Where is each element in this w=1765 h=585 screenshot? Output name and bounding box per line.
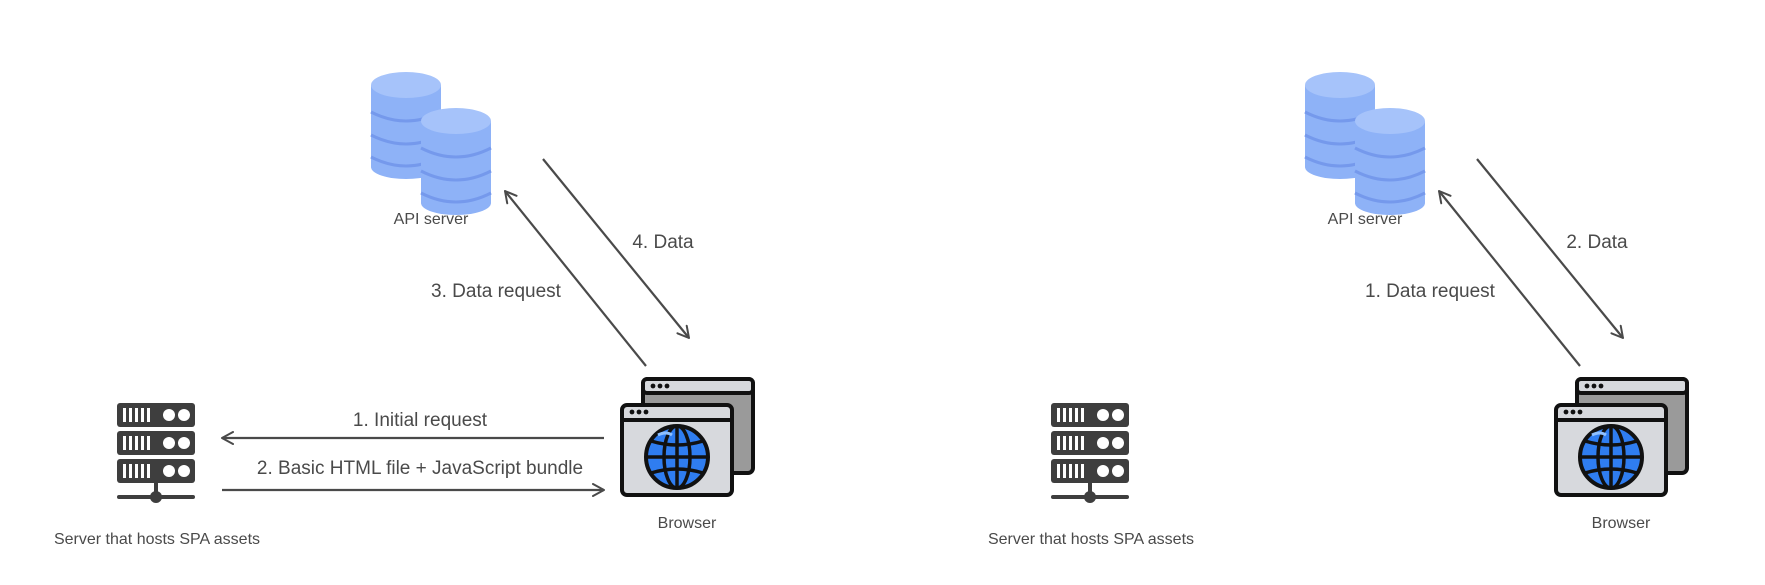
server-rack-icon xyxy=(1051,403,1129,503)
edge-data-request: 3. Data request xyxy=(431,190,647,367)
edge-html-bundle-label: 2. Basic HTML file + JavaScript bundle xyxy=(257,458,583,479)
database-icon xyxy=(1303,70,1427,217)
edge-data: 4. Data xyxy=(542,158,694,339)
browser-window-globe-icon xyxy=(1554,377,1689,497)
edge-data-arrow xyxy=(542,158,690,339)
edge-data-request-label: 3. Data request xyxy=(431,281,562,302)
edge-data: 2. Data xyxy=(1476,158,1628,339)
edge-data-label: 4. Data xyxy=(632,232,694,253)
server-rack-icon xyxy=(117,403,195,503)
browser-node: Browser xyxy=(620,377,755,532)
spa-server-node: Server that hosts SPA assets xyxy=(54,403,260,548)
api-server-label: API server xyxy=(394,211,469,228)
browser-label: Browser xyxy=(1592,515,1651,532)
browser-window-globe-icon xyxy=(620,377,755,497)
edge-data-label: 2. Data xyxy=(1566,232,1628,253)
diagram-initial-load: API server Browser Server that hosts SPA… xyxy=(54,70,755,548)
edge-html-bundle: 2. Basic HTML file + JavaScript bundle xyxy=(222,458,605,497)
edge-initial-request: 1. Initial request xyxy=(221,410,604,445)
edge-initial-request-label: 1. Initial request xyxy=(353,410,488,431)
browser-label: Browser xyxy=(658,515,717,532)
edge-data-arrow xyxy=(1476,158,1624,339)
api-server-node: API server xyxy=(1303,70,1427,228)
spa-server-label: Server that hosts SPA assets xyxy=(988,531,1194,548)
edge-data-request-arrow xyxy=(504,190,647,367)
edge-data-request-label: 1. Data request xyxy=(1365,281,1496,302)
spa-server-label: Server that hosts SPA assets xyxy=(54,531,260,548)
spa-server-node: Server that hosts SPA assets xyxy=(988,403,1194,548)
api-server-label: API server xyxy=(1328,211,1403,228)
browser-node: Browser xyxy=(1554,377,1689,532)
edge-data-request: 1. Data request xyxy=(1365,190,1581,367)
database-icon xyxy=(369,70,493,217)
diagram-subsequent-load: API server Browser Server that hosts SPA… xyxy=(988,70,1689,548)
api-server-node: API server xyxy=(369,70,493,228)
edge-data-request-arrow xyxy=(1438,190,1581,367)
